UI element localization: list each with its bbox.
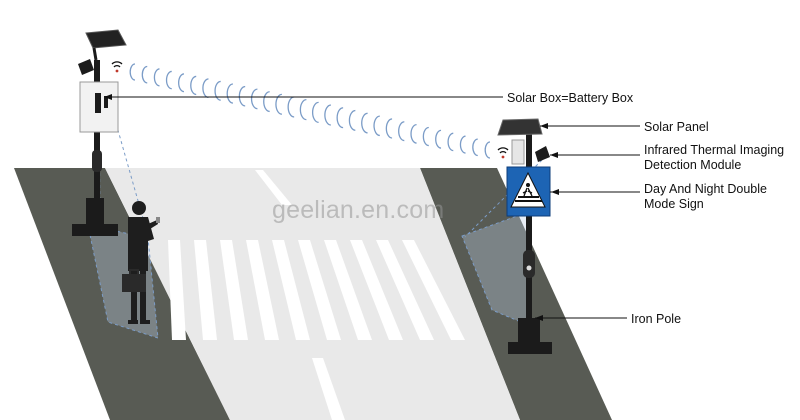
signal-arc <box>336 107 344 129</box>
label-infrared-line2: Detection Module <box>644 158 742 172</box>
briefcase-icon <box>122 269 146 292</box>
road-left <box>14 168 230 420</box>
signal-arc <box>398 121 405 142</box>
pedestrian-figure <box>128 201 160 324</box>
callout-lines <box>110 96 640 319</box>
signal-arc <box>250 88 258 110</box>
crosswalk-stripe <box>350 240 403 340</box>
label-iron-pole: Iron Pole <box>631 312 682 326</box>
signal-arc <box>178 73 185 93</box>
pole-light-left <box>92 150 102 172</box>
signal-arc <box>373 115 380 137</box>
signal-arc <box>447 132 454 152</box>
wifi-icon <box>111 61 123 73</box>
iron-pole-right <box>526 134 532 344</box>
solar-panel-icon <box>497 118 543 136</box>
camera-icon <box>78 59 94 75</box>
signal-arc <box>226 83 234 104</box>
signal-arc <box>410 124 417 144</box>
signal-arc <box>459 135 466 154</box>
signal-arc <box>311 101 319 123</box>
solar-battery-box <box>79 81 119 133</box>
lane-marking <box>312 358 345 420</box>
camera-icon <box>535 146 550 162</box>
solar-panel-icon <box>85 29 127 61</box>
crosswalk-stripe <box>298 240 341 340</box>
zebra-stripes <box>168 240 465 340</box>
callout-arrowheads <box>104 94 559 321</box>
lane-marking <box>255 170 292 205</box>
signal-arc <box>214 80 221 101</box>
signal-arc <box>348 109 356 131</box>
crosswalk-stripe <box>272 240 310 340</box>
pedestrian-crossing-sign-icon <box>506 166 551 217</box>
iron-pole-left <box>94 60 100 230</box>
crosswalk-stripe <box>194 240 217 340</box>
signal-arc <box>324 104 331 126</box>
signal-arc <box>129 63 136 81</box>
wireless-signal <box>129 63 491 159</box>
pole-base-right <box>508 318 552 354</box>
pole-lamp-right <box>526 265 532 271</box>
signal-arc <box>263 91 270 113</box>
pole-light-right <box>523 250 535 278</box>
watermark: geelian.en.com <box>272 196 445 224</box>
signal-arc <box>202 78 209 98</box>
label-solar-box: Solar Box=Battery Box <box>507 91 634 105</box>
crosswalk-stripe <box>168 240 186 340</box>
crosswalk-stripe <box>220 240 248 340</box>
signal-arc <box>299 99 307 121</box>
crosswalk-stripe <box>402 240 465 340</box>
detection-zone-right <box>461 211 529 326</box>
signal-arc <box>238 85 246 107</box>
signal-arc <box>472 138 478 157</box>
signal-arc <box>385 118 393 139</box>
label-sign-line2: Mode Sign <box>644 197 704 211</box>
road-right <box>420 168 612 420</box>
signal-arc <box>287 96 295 118</box>
crosswalk-stripe <box>324 240 372 340</box>
label-sign-line1: Day And Night Double <box>644 182 767 196</box>
crosswalk-stripe <box>246 240 279 340</box>
signal-arc <box>422 126 429 147</box>
signal-arc <box>165 70 172 90</box>
signal-arc <box>435 129 442 149</box>
signal-arc <box>484 141 491 159</box>
road-middle <box>105 168 520 420</box>
signal-arc <box>190 75 197 96</box>
sensor-housing <box>511 139 525 165</box>
signal-arc <box>275 93 283 115</box>
label-solar-panel: Solar Panel <box>644 120 709 134</box>
signal-arc <box>141 65 148 84</box>
signal-arc <box>153 68 160 87</box>
signal-arc <box>361 112 368 134</box>
crosswalk-stripe <box>376 240 434 340</box>
pole-base-left <box>72 198 118 236</box>
label-infrared-line1: Infrared Thermal Imaging <box>644 143 785 157</box>
wifi-icon <box>497 147 509 159</box>
